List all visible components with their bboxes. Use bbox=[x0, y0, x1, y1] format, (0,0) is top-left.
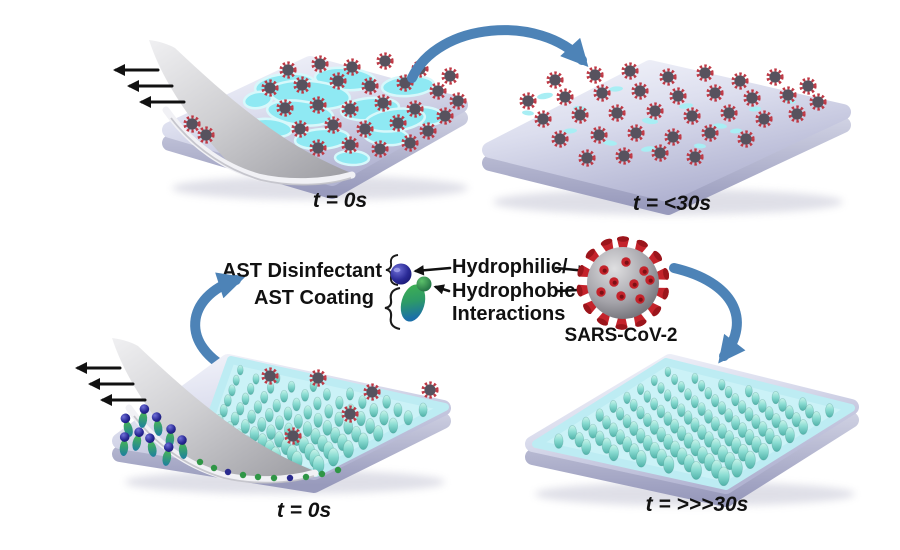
time-label-bottom-right: t = >>>30s bbox=[646, 493, 749, 516]
fresh-coating-dots bbox=[196, 458, 342, 482]
hydrophobic-head bbox=[416, 276, 432, 292]
arrow-virus-to-coated-surface bbox=[669, 263, 746, 364]
brace-disinfectant bbox=[385, 254, 399, 286]
interaction-line3: Interactions bbox=[452, 303, 565, 325]
transfer-arrow-top bbox=[407, 25, 589, 83]
virus-label: SARS-CoV-2 bbox=[565, 325, 678, 346]
wipe-motion-arrows bbox=[113, 64, 186, 108]
panel-top-left: t = 0s bbox=[113, 40, 468, 212]
head-highlight bbox=[393, 267, 401, 273]
arrow-to-hydrophobic bbox=[433, 284, 451, 295]
arrow-to-hydrophilic bbox=[413, 265, 452, 276]
brace-coating bbox=[384, 286, 401, 331]
coating-blob bbox=[400, 284, 426, 322]
legend: AST Disinfectant AST Coating Hydrophilic… bbox=[222, 236, 678, 346]
sars-cov-2-icon bbox=[575, 236, 671, 330]
coating-label: AST Coating bbox=[254, 287, 374, 309]
coating-bumps bbox=[553, 366, 835, 487]
time-label-bottom-left: t = 0s bbox=[277, 499, 331, 522]
panel-top-right: t = <30s bbox=[482, 60, 851, 215]
disinfectant-label: AST Disinfectant bbox=[222, 260, 382, 282]
panel-bottom-left: t = 0s bbox=[75, 338, 451, 522]
wipe-motion-arrows bbox=[75, 362, 147, 406]
time-label-top-right: t = <30s bbox=[633, 192, 711, 215]
interaction-line2: Hydrophobic bbox=[452, 280, 575, 302]
panel-bottom-right: t = >>>30s bbox=[525, 354, 859, 516]
molecule-icon bbox=[390, 263, 432, 322]
hydrophilic-head bbox=[390, 263, 412, 285]
residual-droplets bbox=[522, 86, 796, 152]
time-label-top-left: t = 0s bbox=[313, 189, 367, 212]
interaction-line1: Hydrophilic/ bbox=[452, 256, 568, 278]
